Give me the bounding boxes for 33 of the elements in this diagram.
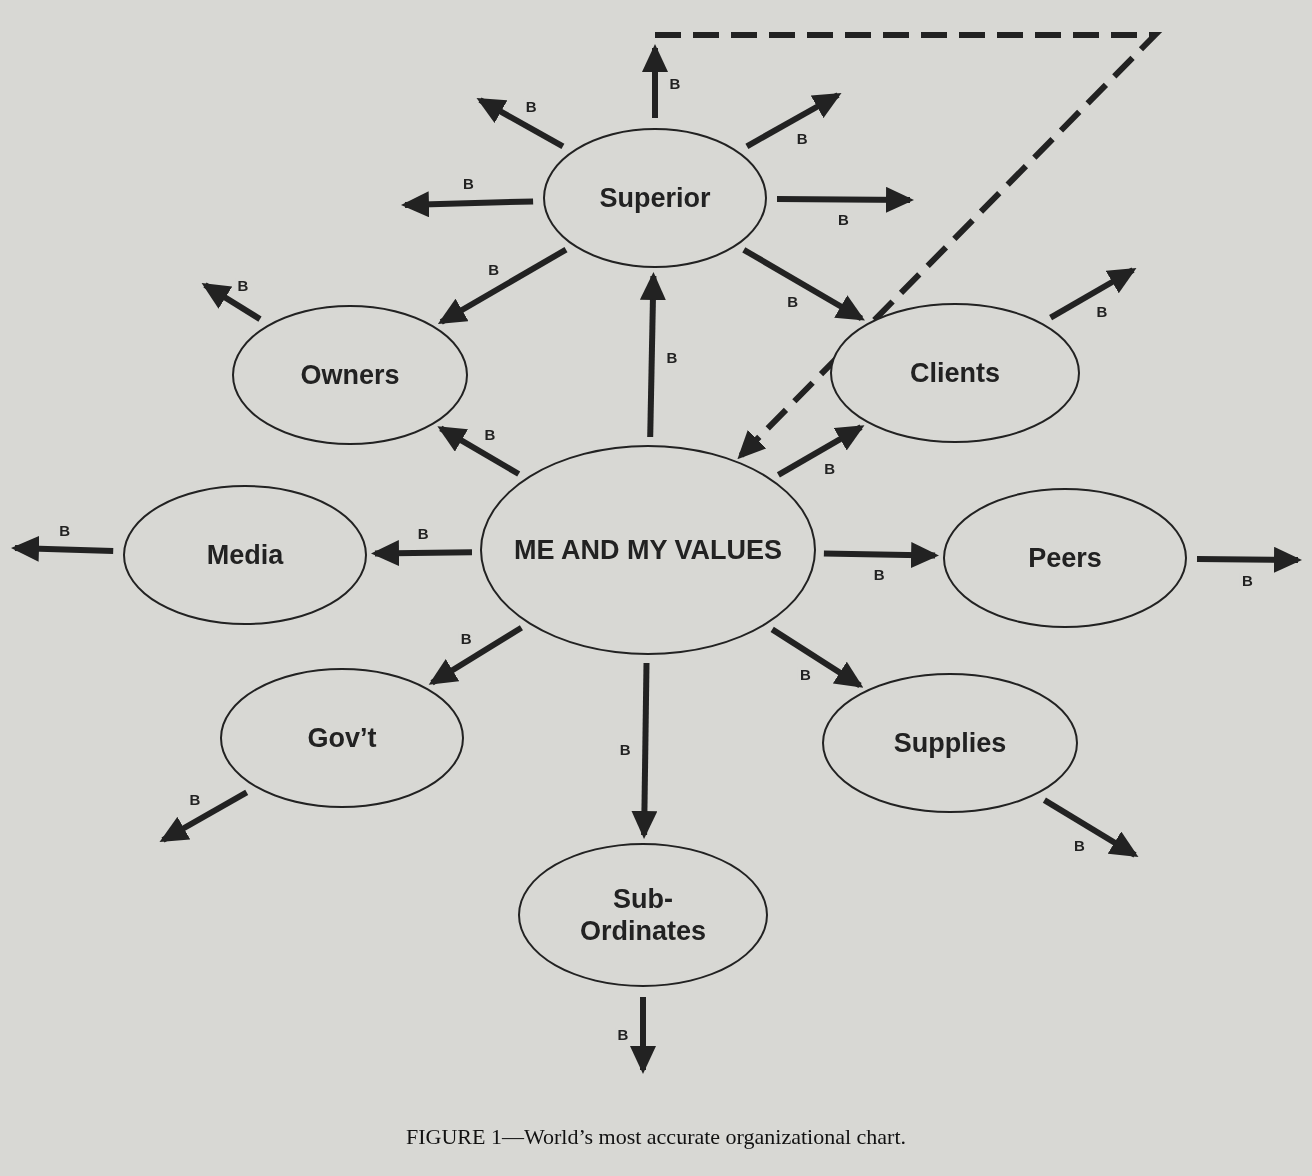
arrow	[776, 186, 914, 213]
arrow	[742, 247, 865, 322]
node-label: Sub- Ordinates	[578, 882, 707, 948]
arrow	[823, 542, 940, 569]
arrow	[428, 625, 523, 686]
arrow	[1042, 797, 1139, 858]
arrow	[159, 789, 249, 843]
caption: FIGURE 1—World’s most accurate organizational chart.	[406, 1123, 906, 1151]
arrow	[201, 282, 262, 322]
arrow	[11, 535, 114, 562]
arrow	[631, 662, 658, 839]
node-label: Media	[206, 538, 284, 572]
node-label: Clients	[910, 356, 1000, 390]
arrow	[476, 97, 565, 149]
node-label: Supplies	[893, 726, 1007, 760]
arrow	[401, 191, 534, 218]
arrow	[776, 424, 865, 478]
dashed-arrow	[655, 32, 1163, 460]
arrow	[1196, 546, 1302, 573]
node-label: Gov’t	[307, 721, 377, 755]
arrow	[642, 44, 668, 118]
arrow	[1049, 267, 1137, 321]
arrow	[639, 272, 666, 438]
arrow	[630, 997, 656, 1074]
node-label: ME AND MY VALUES	[514, 533, 782, 567]
arrow	[371, 540, 473, 567]
arrow	[770, 626, 864, 689]
arrow	[437, 247, 568, 325]
node-label: Superior	[599, 181, 711, 215]
node-label: Owners	[300, 358, 400, 392]
arrow	[437, 425, 521, 477]
node-label: Peers	[1028, 541, 1102, 575]
arrow	[745, 92, 842, 149]
